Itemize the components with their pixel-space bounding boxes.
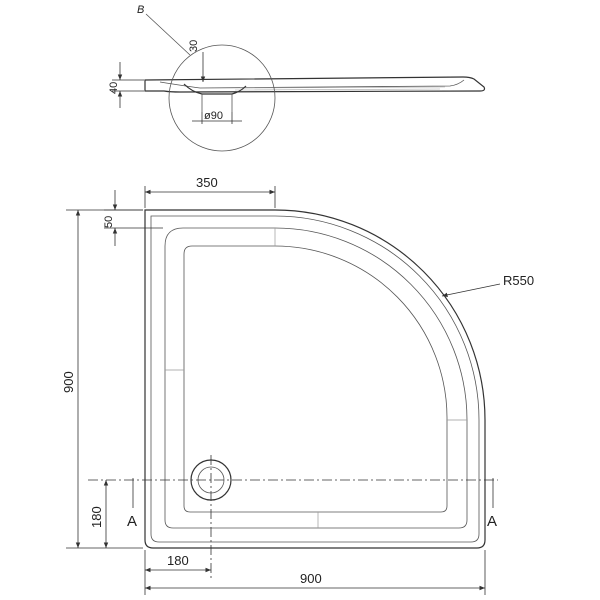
tray-basin bbox=[183, 245, 448, 513]
radius-leader bbox=[441, 283, 501, 298]
dim-900-h-text: 900 bbox=[300, 571, 322, 586]
dim-40-text: 40 bbox=[108, 82, 120, 94]
detail-circle-b bbox=[168, 44, 276, 152]
dim-180-v-text: 180 bbox=[89, 506, 104, 528]
tray-outer-outline bbox=[144, 209, 486, 549]
dim-350-text: 350 bbox=[196, 175, 218, 190]
section-label-left: A bbox=[127, 513, 137, 530]
tray-side-surface bbox=[159, 79, 465, 89]
section-label-right: A bbox=[487, 513, 497, 530]
plan-view: A A 350 50 R550 900 180 180 900 bbox=[61, 175, 534, 595]
tray-side-profile bbox=[144, 76, 486, 93]
dim-900-v-text: 900 bbox=[61, 371, 76, 393]
drain-profile bbox=[183, 83, 247, 95]
tray-inner-edge bbox=[164, 227, 468, 529]
side-view: B 30 40 ø90 bbox=[108, 4, 486, 152]
radius-label: R550 bbox=[503, 273, 534, 288]
dim-90-text: ø90 bbox=[204, 110, 223, 122]
tray-rim-line bbox=[150, 215, 480, 543]
dim-180-h-text: 180 bbox=[167, 553, 189, 568]
dim-50-text: 50 bbox=[103, 216, 115, 228]
dim-30-text: 30 bbox=[188, 40, 200, 52]
detail-leader bbox=[145, 13, 191, 56]
detail-label-b: B bbox=[137, 4, 144, 16]
